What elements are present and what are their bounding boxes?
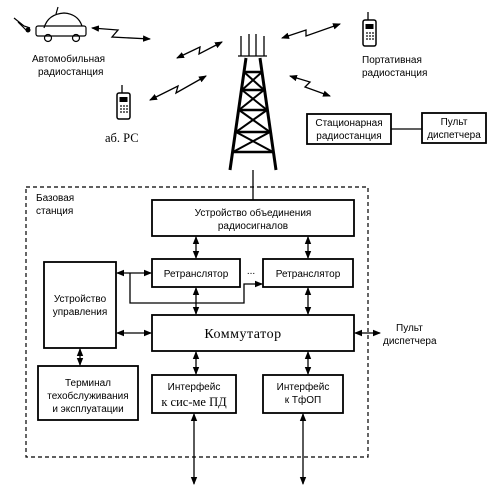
dispatcher-top-label-1: Пульт	[441, 117, 468, 128]
repeater-2-label: Ретранслятор	[276, 269, 341, 280]
interface-tfop-label-2: к ТфОП	[285, 394, 321, 406]
base-station-label-1: Базовая	[36, 193, 74, 204]
combiner-label-1: Устройство объединения	[195, 207, 312, 219]
terminal-box	[37, 365, 139, 421]
terminal-label-1: Терминал	[65, 378, 111, 389]
dispatcher-right-label-2: диспетчера	[383, 336, 437, 347]
subscriber-radio-icon	[116, 85, 131, 120]
switch-label: Коммутатор	[204, 327, 281, 342]
connections	[76, 236, 381, 485]
subscriber-label: аб. РС	[105, 131, 139, 145]
portable-station-label-2: радиостанция	[362, 68, 427, 79]
terminal-label-2: техобслуживания	[47, 390, 128, 402]
repeater-2-box	[262, 258, 354, 288]
combiner-box	[151, 199, 355, 237]
repeater-ellipsis: ...	[247, 266, 255, 277]
interface-tfop-box	[262, 374, 344, 414]
terminal-label-3: и эксплуатации	[52, 404, 123, 415]
control-unit-box	[43, 261, 117, 349]
dispatcher-top-box	[421, 112, 487, 144]
dispatcher-top-label-2: диспетчера	[427, 130, 481, 141]
switch-box	[151, 314, 355, 352]
radio-links	[91, 23, 341, 101]
control-unit-label-2: управления	[53, 307, 108, 318]
repeater-1-label: Ретранслятор	[164, 269, 229, 280]
car-station-label-2: радиостанция	[38, 67, 103, 78]
car-station-label-1: Автомобильная	[32, 53, 105, 65]
interface-pd-label-2: к сис-ме ПД	[161, 395, 227, 409]
interface-tfop-label-1: Интерфейс	[277, 381, 330, 393]
interface-pd-label-1: Интерфейс	[168, 381, 221, 393]
dispatcher-right-label-1: Пульт	[396, 323, 423, 334]
base-station-frame	[25, 186, 369, 458]
base-station-label-2: станция	[36, 206, 73, 217]
car-icon	[13, 6, 87, 43]
control-unit-label-1: Устройство	[54, 294, 107, 305]
stationary-station-label-2: радиостанция	[316, 131, 381, 142]
handheld-radio-icon	[362, 12, 377, 47]
combiner-label-2: радиосигналов	[218, 221, 288, 232]
stationary-station-box	[306, 113, 392, 145]
portable-station-label-1: Портативная	[362, 55, 422, 66]
antenna-tower-icon	[228, 34, 278, 200]
stationary-station-label-1: Стационарная	[315, 118, 382, 129]
repeater-1-box	[151, 258, 241, 288]
